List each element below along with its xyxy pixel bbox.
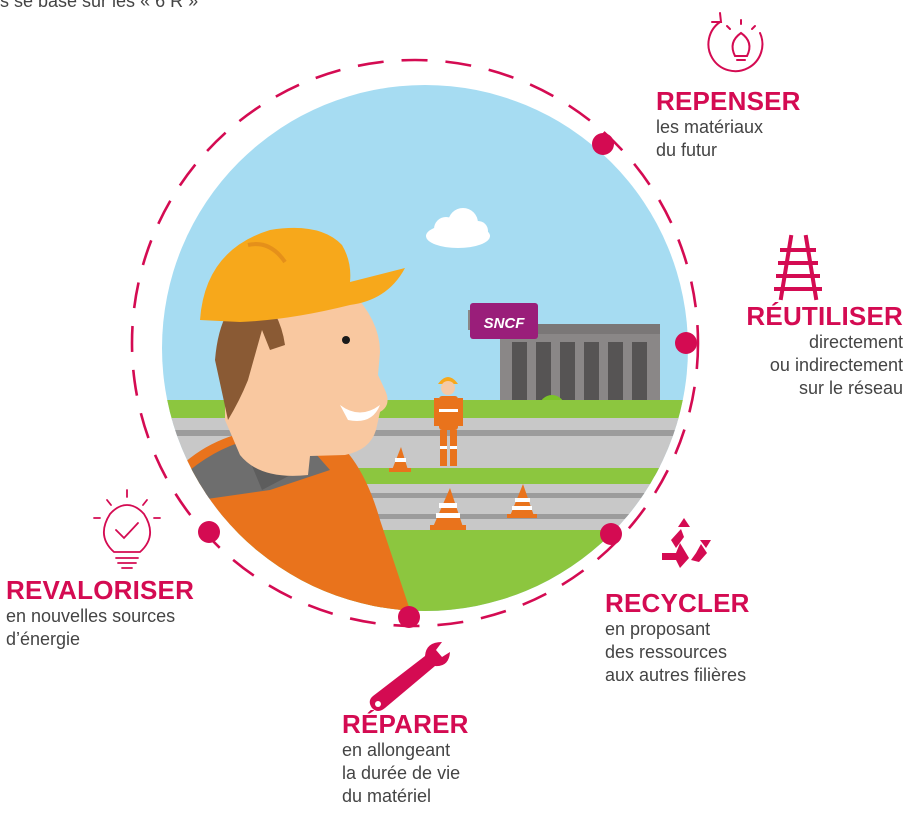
step-title: REVALORISER: [6, 575, 195, 605]
cloud: [426, 208, 490, 248]
ring-dot: [592, 133, 614, 155]
ring-dot: [398, 606, 420, 628]
recycle-icon: [662, 518, 711, 568]
traffic-cone: [389, 447, 411, 472]
step-title: RÉUTILISER: [746, 301, 903, 331]
small-worker: [434, 377, 463, 466]
step-description: en allongeant la durée de vie du matérie…: [342, 740, 461, 806]
step-description: en proposant des ressources aux autres f…: [605, 619, 747, 685]
central-illustration: SNCF ♻: [162, 85, 688, 611]
step-revaloriser: REVALORISER en nouvelles sources d’énerg…: [6, 575, 194, 651]
top-text: s se base sur les « 6 R »: [0, 0, 199, 11]
step-description: les matériaux du futur: [656, 117, 764, 160]
step-repenser: REPENSER les matériaux du futur: [656, 86, 801, 162]
step-title: RECYCLER: [605, 588, 750, 618]
lightbulb-refresh-icon: [707, 12, 764, 73]
step-description: en nouvelles sources d’énergie: [6, 606, 176, 649]
sncf-sign: [470, 303, 538, 339]
step-reutiliser: RÉUTILISER directement ou indirectement …: [746, 301, 903, 400]
step-title: REPENSER: [656, 86, 801, 116]
step-recycler: RECYCLER en proposant des ressources aux…: [605, 588, 750, 687]
ring-dot: [198, 521, 220, 543]
big-worker: [162, 227, 420, 611]
traffic-cone: [507, 484, 537, 518]
ring-dot: [675, 332, 697, 354]
wrench-icon: [369, 642, 450, 711]
traffic-cone: [430, 488, 466, 530]
ring-dot: [600, 523, 622, 545]
step-description: directement ou indirectement sur le rése…: [769, 332, 903, 398]
sncf-logo: SNCF: [484, 315, 526, 332]
railway-track-icon: [774, 234, 822, 301]
lightbulb-check-icon: [93, 489, 161, 569]
step-reparer: RÉPARER en allongeant la durée de vie du…: [342, 709, 469, 808]
step-title: RÉPARER: [342, 709, 469, 739]
